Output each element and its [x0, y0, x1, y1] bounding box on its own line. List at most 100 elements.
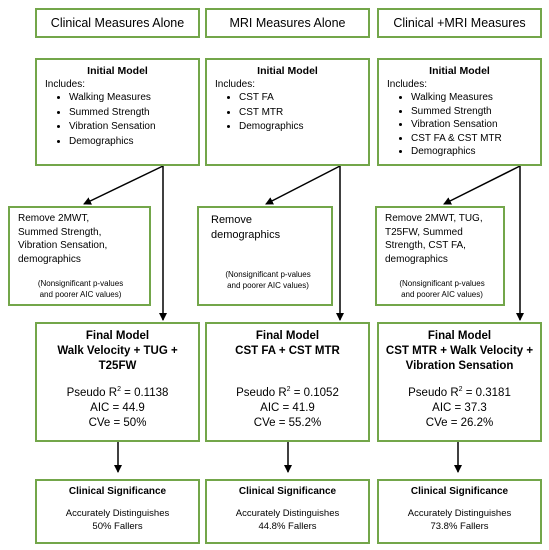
removed-line: Summed Strength, [18, 226, 102, 238]
significance-line: 50% Fallers [92, 521, 143, 532]
final-model-box-mri: Final Model CST FA + CST MTR Pseudo R2 =… [205, 322, 370, 442]
included-measures-list: Walking Measures Summed Strength Vibrati… [379, 91, 540, 159]
column-header-clinical: Clinical Measures Alone [35, 8, 200, 38]
list-item: CST FA [239, 91, 368, 106]
final-model-title: Final Model [255, 330, 320, 342]
significance-text: Accurately Distinguishes 50% Fallers [37, 507, 198, 533]
initial-model-title: Initial Model [429, 65, 490, 77]
significance-title: Clinical Significance [410, 486, 509, 497]
column-header-label: MRI Measures Alone [229, 16, 346, 30]
includes-label: Includes: [45, 79, 86, 90]
significance-line: Accurately Distinguishes [235, 508, 340, 519]
pseudo-r2-exponent: 2 [458, 386, 463, 393]
pseudo-r2-value: = 0.1138 [120, 386, 169, 399]
significance-line: Accurately Distinguishes [65, 508, 170, 519]
significance-title: Clinical Significance [68, 486, 167, 497]
list-item: Summed Strength [411, 105, 540, 119]
final-model-formula: Walk Velocity + TUG + [57, 345, 178, 357]
column-header-label: Clinical Measures Alone [50, 16, 185, 30]
column-header-label: Clinical +MRI Measures [393, 16, 526, 30]
column-header-mri: MRI Measures Alone [205, 8, 370, 38]
list-item: Demographics [239, 120, 368, 135]
final-model-formula-cont: T25FW [98, 360, 137, 372]
significance-box-mri: Clinical Significance Accurately Disting… [205, 479, 370, 544]
initial-model-box-clinical: Initial Model Includes: Walking Measures… [35, 58, 200, 166]
arrow-c3-to-remove [443, 165, 521, 205]
removed-line: T25FW, Summed [385, 226, 463, 238]
remove-box-mri: Remove demographics (Nonsignificant p-va… [197, 206, 333, 306]
removed-line: Remove 2MWT, TUG, [385, 213, 483, 224]
list-item: CST FA & CST MTR [411, 132, 540, 146]
final-model-formula: CST MTR + Walk Velocity + [385, 345, 534, 357]
arrow-c2-to-remove [265, 165, 341, 205]
pseudo-r2-label: Pseudo R [66, 386, 118, 399]
includes-label: Includes: [387, 79, 428, 90]
final-model-title: Final Model [427, 330, 492, 342]
significance-line: Accurately Distinguishes [407, 508, 512, 519]
significance-text: Accurately Distinguishes 44.8% Fallers [207, 507, 368, 533]
removed-line: Remove [211, 214, 252, 226]
remove-box-clinical: Remove 2MWT, Summed Strength, Vibration … [8, 206, 151, 306]
initial-model-title: Initial Model [257, 65, 318, 77]
removal-reason-note: (Nonsignificant p-values and poorer AIC … [385, 278, 499, 300]
note-line: and poorer AIC values) [401, 290, 483, 299]
aic-value: AIC = 44.9 [90, 401, 145, 414]
removed-line: demographics [18, 253, 81, 265]
list-item: Vibration Sensation [411, 118, 540, 132]
final-model-formula-cont: Vibration Sensation [405, 360, 514, 372]
column-header-combined: Clinical +MRI Measures [377, 8, 542, 38]
significance-line: 44.8% Fallers [258, 521, 317, 532]
included-measures-list: CST FA CST MTR Demographics [207, 91, 368, 135]
list-item: Walking Measures [69, 91, 198, 106]
significance-box-combined: Clinical Significance Accurately Disting… [377, 479, 542, 544]
initial-model-title: Initial Model [87, 65, 148, 77]
final-model-title: Final Model [85, 330, 150, 342]
removed-line: Strength, CST FA, [385, 240, 466, 251]
list-item: Demographics [69, 135, 198, 150]
list-item: Summed Strength [69, 106, 198, 121]
pseudo-r2-exponent: 2 [117, 386, 121, 393]
cve-value: CVe = 50% [88, 416, 147, 429]
removed-measures-text: Remove 2MWT, Summed Strength, Vibration … [18, 212, 143, 266]
note-line: and poorer AIC values) [227, 281, 309, 290]
list-item: Demographics [411, 145, 540, 159]
note-line: (Nonsignificant p-values [37, 279, 124, 288]
initial-model-box-combined: Initial Model Includes: Walking Measures… [377, 58, 542, 166]
removed-line: Vibration Sensation, [18, 240, 108, 251]
pseudo-r2-label: Pseudo R [236, 386, 287, 399]
note-line: (Nonsignificant p-values [399, 279, 485, 288]
significance-line: 73.8% Fallers [430, 521, 489, 532]
arrow-c1-to-remove [83, 165, 164, 205]
removed-line: demographics [385, 253, 448, 265]
significance-text: Accurately Distinguishes 73.8% Fallers [379, 507, 540, 533]
list-item: CST MTR [239, 106, 368, 121]
remove-box-combined: Remove 2MWT, TUG, T25FW, Summed Strength… [375, 206, 505, 306]
note-line: (Nonsignificant p-values [225, 270, 311, 279]
note-line: and poorer AIC values) [39, 290, 122, 299]
pseudo-r2: Pseudo R2 = 0.3181 [379, 382, 540, 401]
removed-measures-text: Remove demographics [211, 213, 325, 243]
includes-label: Includes: [215, 79, 256, 90]
significance-box-clinical: Clinical Significance Accurately Disting… [35, 479, 200, 544]
cve-value: CVe = 55.2% [253, 416, 322, 429]
pseudo-r2-value: = 0.1052 [290, 386, 339, 399]
final-model-box-combined: Final Model CST MTR + Walk Velocity + Vi… [377, 322, 542, 442]
removed-measures-text: Remove 2MWT, TUG, T25FW, Summed Strength… [385, 212, 499, 266]
pseudo-r2-exponent: 2 [286, 386, 291, 393]
pseudo-r2: Pseudo R2 = 0.1052 [207, 382, 368, 401]
included-measures-list: Walking Measures Summed Strength Vibrati… [37, 91, 198, 149]
final-model-formula: CST FA + CST MTR [235, 345, 340, 357]
significance-title: Clinical Significance [238, 486, 337, 497]
pseudo-r2: Pseudo R2 = 0.1138 [37, 382, 198, 401]
list-item: Walking Measures [411, 91, 540, 105]
aic-value: AIC = 37.3 [432, 401, 487, 414]
removed-line: Remove 2MWT, [18, 213, 90, 224]
aic-value: AIC = 41.9 [260, 401, 315, 414]
removed-line: demographics [211, 229, 281, 241]
final-model-box-clinical: Final Model Walk Velocity + TUG + T25FW … [35, 322, 200, 442]
cve-value: CVe = 26.2% [425, 416, 494, 429]
removal-reason-note: (Nonsignificant p-values and poorer AIC … [211, 269, 325, 291]
initial-model-box-mri: Initial Model Includes: CST FA CST MTR D… [205, 58, 370, 166]
list-item: Vibration Sensation [69, 120, 198, 135]
